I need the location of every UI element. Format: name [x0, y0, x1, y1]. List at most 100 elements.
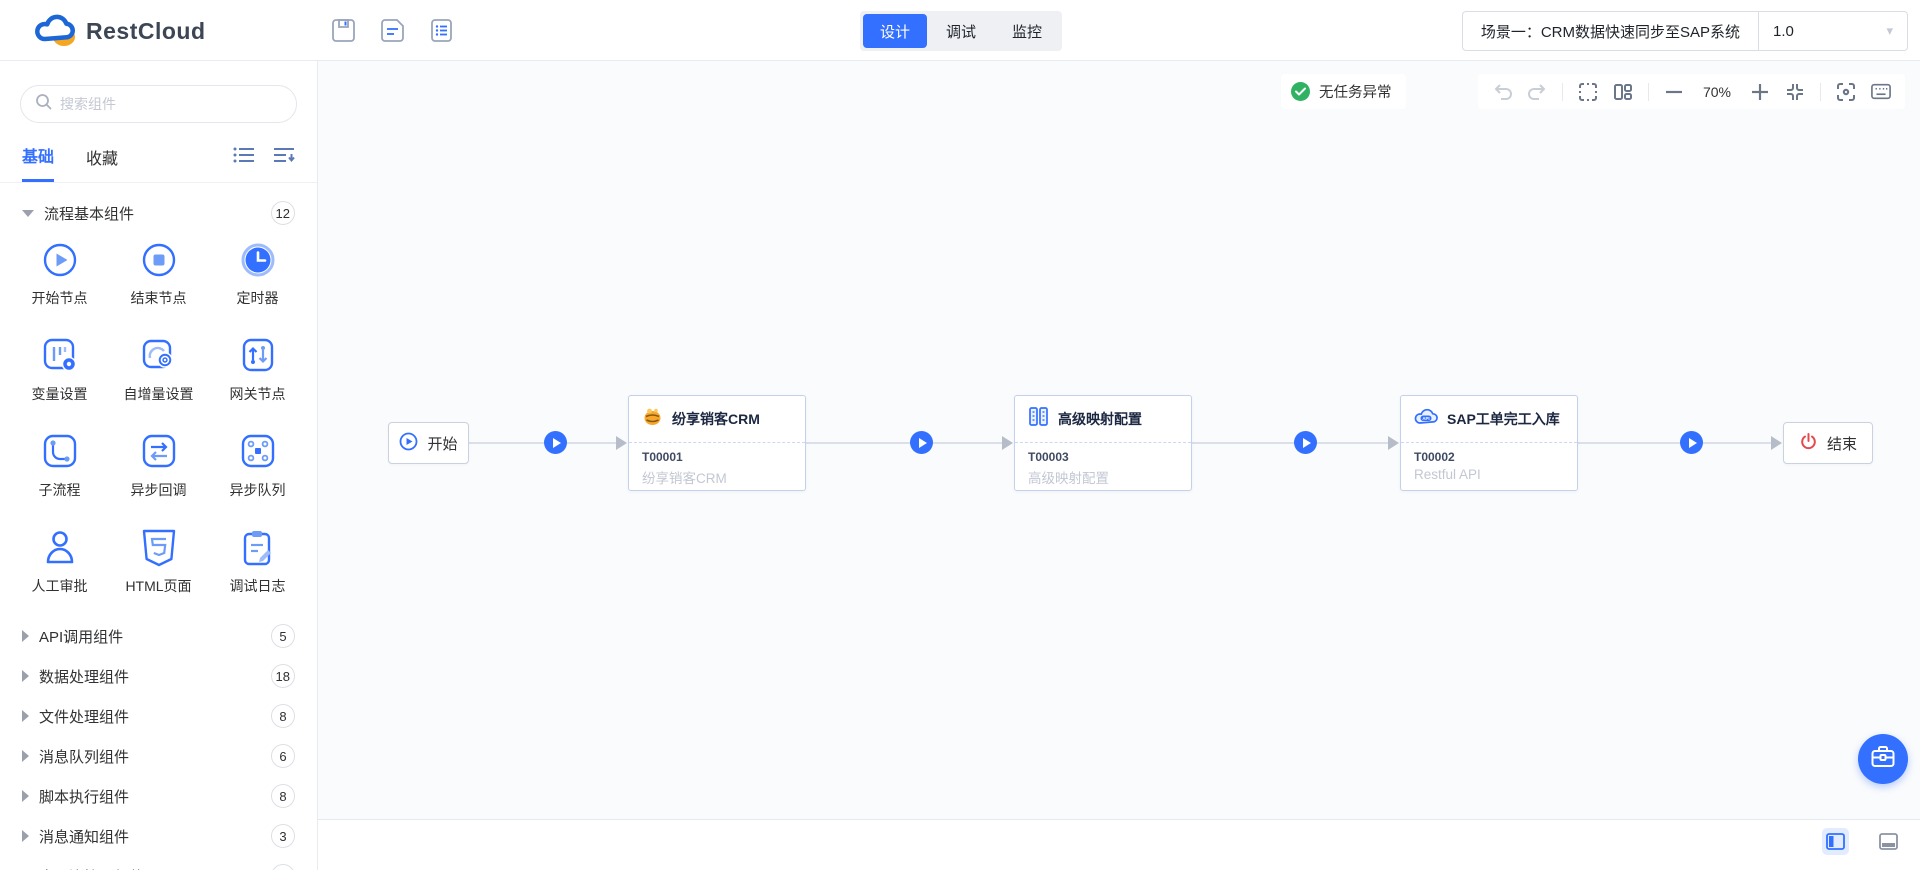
brand-logo: RestCloud — [34, 10, 206, 53]
caret-right-icon — [22, 750, 29, 762]
tab-design[interactable]: 设计 — [863, 14, 927, 48]
component-async-queue[interactable]: 异步队列 — [208, 431, 307, 500]
async-queue-icon — [238, 431, 278, 473]
count-badge: 18 — [270, 664, 295, 688]
edge-arrowhead — [616, 436, 627, 450]
subprocess-icon — [40, 431, 80, 473]
auto-increment-icon — [139, 335, 179, 377]
variable-set-icon — [40, 335, 80, 377]
toggle-left-panel-icon[interactable] — [1822, 828, 1849, 855]
category-app-connector[interactable]: 应用连接器组件 26 — [0, 856, 317, 870]
component-variable-set[interactable]: 变量设置 — [10, 335, 109, 404]
search-box[interactable] — [20, 85, 297, 123]
node-crm-subtitle: 纷享销客CRM — [642, 471, 727, 486]
node-sap-code: T00002 — [1414, 450, 1455, 464]
node-mapping-title: 高级映射配置 — [1058, 411, 1142, 427]
version-select[interactable]: 1.0 ▾ — [1759, 23, 1907, 40]
tab-debug[interactable]: 调试 — [945, 23, 976, 41]
count-badge: 5 — [271, 624, 295, 648]
marquee-select-icon[interactable] — [1578, 82, 1598, 102]
fxiaoke-crm-icon — [642, 406, 663, 432]
group-label: 流程基本组件 — [44, 205, 135, 223]
check-circle-icon — [1291, 82, 1310, 101]
category-file-processing[interactable]: 文件处理组件 8 — [0, 696, 317, 736]
count-badge: 3 — [271, 824, 295, 848]
redo-icon[interactable] — [1527, 82, 1547, 102]
svg-text:API: API — [1422, 415, 1429, 420]
fit-view-icon[interactable] — [1785, 82, 1805, 102]
tab-monitor[interactable]: 监控 — [1011, 23, 1042, 41]
node-end[interactable]: 结束 — [1783, 422, 1873, 464]
component-start-node[interactable]: 开始节点 — [10, 239, 109, 308]
node-sap[interactable]: API SAP工单完工入库 T00002 Restful API — [1400, 395, 1578, 491]
component-html-page[interactable]: HTML页面 — [109, 527, 208, 596]
component-sidebar: 基础 收藏 流程基本组件 12 — [0, 61, 318, 870]
toggle-bottom-panel-icon[interactable] — [1875, 828, 1902, 855]
sidebar-tab-favorites[interactable]: 收藏 — [86, 150, 119, 168]
node-start[interactable]: 开始 — [388, 422, 469, 464]
category-api-call[interactable]: API调用组件 5 — [0, 616, 317, 656]
node-mapping-subtitle: 高级映射配置 — [1028, 471, 1109, 486]
chevron-down-icon: ▾ — [1886, 23, 1893, 38]
category-script-execution[interactable]: 脚本执行组件 8 — [0, 776, 317, 816]
sidebar-tabs: 基础 收藏 — [22, 143, 295, 182]
count-badge: 26 — [270, 864, 295, 870]
node-mapping[interactable]: 高级映射配置 T00003 高级映射配置 — [1014, 395, 1192, 491]
edge-arrowhead — [1388, 436, 1399, 450]
caret-right-icon — [22, 710, 29, 722]
gateway-node-icon — [238, 335, 278, 377]
node-crm-code: T00001 — [642, 450, 683, 464]
node-crm-title: 纷享销客CRM — [672, 411, 760, 427]
keyboard-shortcuts-icon[interactable] — [1871, 82, 1891, 102]
component-gateway-node[interactable]: 网关节点 — [208, 335, 307, 404]
edge-run-icon[interactable] — [1294, 431, 1317, 454]
flow-canvas[interactable]: 无任务异常 — [318, 61, 1920, 820]
node-end-label: 结束 — [1826, 435, 1857, 453]
sort-collapse-icon[interactable] — [273, 146, 295, 169]
caret-right-icon — [22, 830, 29, 842]
caret-down-icon — [22, 209, 34, 217]
component-subprocess[interactable]: 子流程 — [10, 431, 109, 500]
category-message-notify[interactable]: 消息通知组件 3 — [0, 816, 317, 856]
edge-mapping-to-sap — [1192, 442, 1388, 444]
component-debug-log[interactable]: 调试日志 — [208, 527, 307, 596]
play-circle-icon — [399, 432, 418, 455]
list-view-icon[interactable] — [233, 146, 255, 169]
component-auto-increment[interactable]: 自增量设置 — [109, 335, 208, 404]
timer-icon — [239, 239, 277, 281]
zoom-out-icon[interactable] — [1664, 82, 1684, 102]
group-basic-components[interactable]: 流程基本组件 12 — [22, 201, 295, 225]
canvas-toolbar: 70% — [1478, 74, 1905, 109]
component-end-node[interactable]: 结束节点 — [109, 239, 208, 308]
component-timer[interactable]: 定时器 — [208, 239, 307, 308]
html-page-icon — [141, 527, 177, 569]
save-icon[interactable] — [330, 17, 357, 44]
sidebar-tab-basic[interactable]: 基础 — [22, 143, 55, 182]
power-icon — [1799, 432, 1818, 455]
caret-right-icon — [22, 790, 29, 802]
mapping-columns-icon — [1028, 406, 1049, 432]
save-as-icon[interactable] — [379, 17, 406, 44]
component-manual-approval[interactable]: 人工审批 — [10, 527, 109, 596]
node-sap-subtitle: Restful API — [1414, 467, 1481, 482]
toolbox-fab[interactable] — [1858, 734, 1908, 784]
node-sap-title: SAP工单完工入库 — [1447, 411, 1560, 427]
category-message-queue[interactable]: 消息队列组件 6 — [0, 736, 317, 776]
edge-start-to-crm — [468, 442, 616, 444]
locate-center-icon[interactable] — [1836, 82, 1856, 102]
search-input[interactable] — [60, 96, 260, 112]
scenario-bar: 场景一：CRM数据快速同步至SAP系统 1.0 ▾ — [1461, 11, 1908, 51]
category-data-processing[interactable]: 数据处理组件 18 — [0, 656, 317, 696]
zoom-in-icon[interactable] — [1750, 82, 1770, 102]
manual-approval-icon — [40, 527, 80, 569]
caret-right-icon — [22, 630, 29, 642]
log-list-icon[interactable] — [428, 17, 455, 44]
node-crm[interactable]: 纷享销客CRM T00001 纷享销客CRM — [628, 395, 806, 491]
component-async-callback[interactable]: 异步回调 — [109, 431, 208, 500]
count-badge: 8 — [271, 784, 295, 808]
undo-icon[interactable] — [1492, 82, 1512, 102]
edge-run-icon[interactable] — [544, 431, 567, 454]
auto-layout-icon[interactable] — [1613, 82, 1633, 102]
edge-run-icon[interactable] — [1680, 431, 1703, 454]
edge-run-icon[interactable] — [910, 431, 933, 454]
